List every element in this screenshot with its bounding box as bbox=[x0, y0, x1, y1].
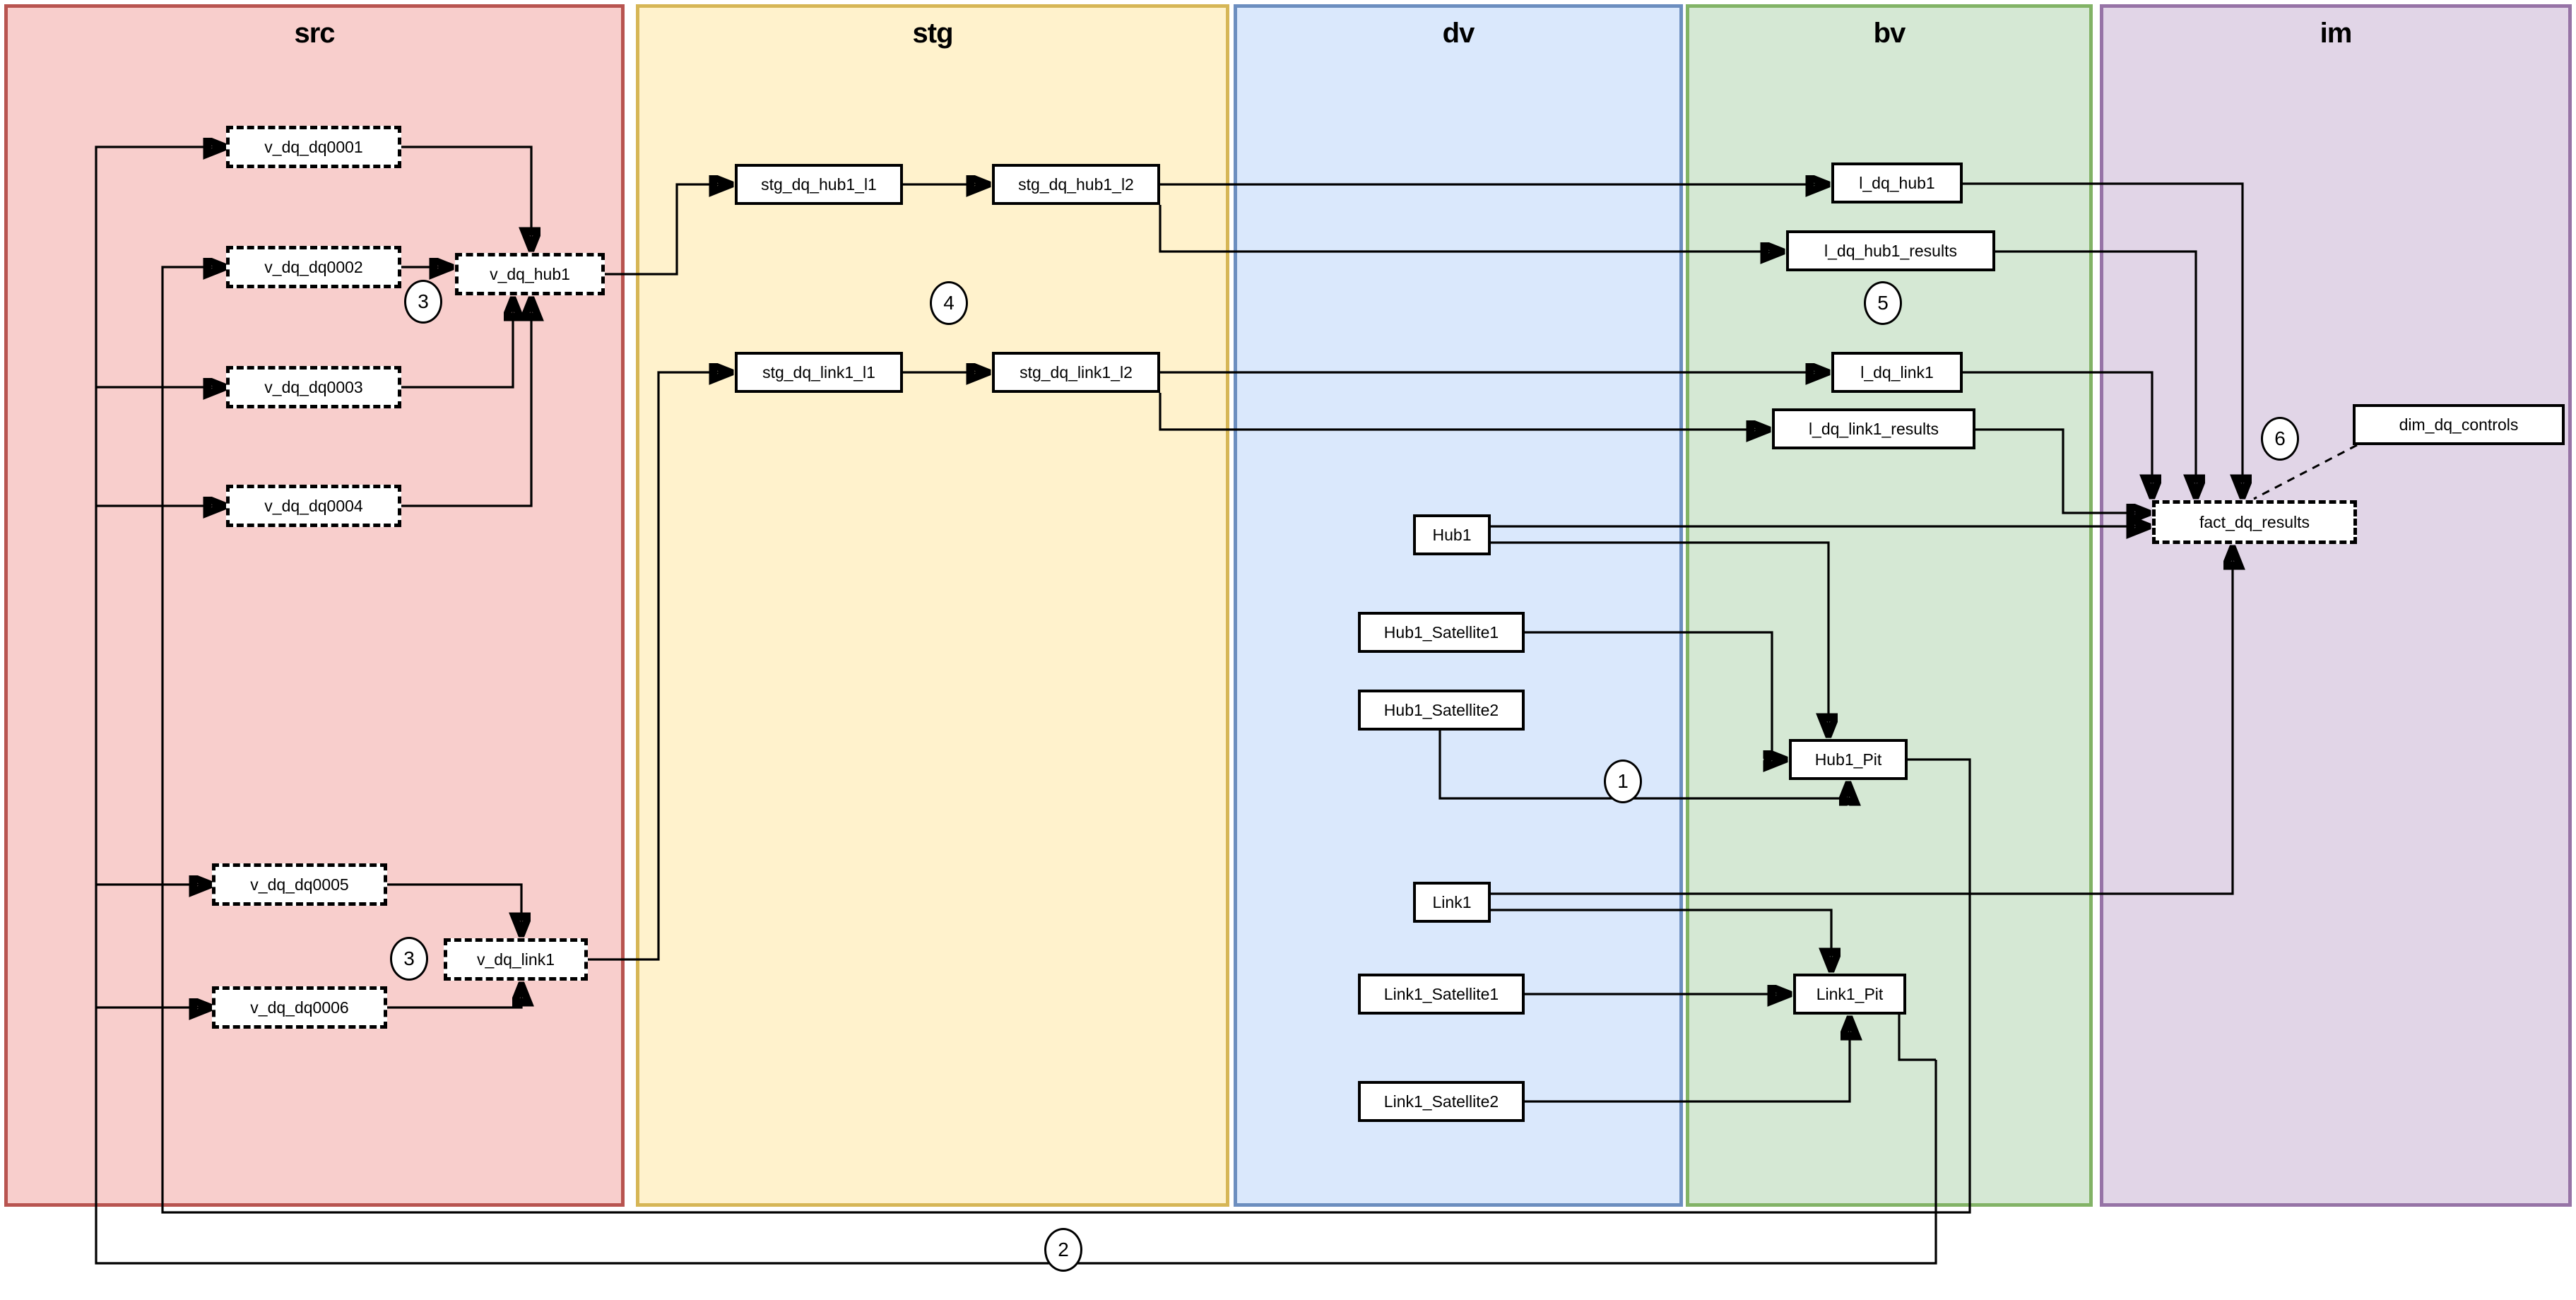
node-Link1_Satellite1[interactable]: Link1_Satellite1 bbox=[1358, 974, 1525, 1015]
node-label: fact_dq_results bbox=[2199, 512, 2310, 531]
node-label: v_dq_dq0004 bbox=[264, 496, 363, 515]
step-marker-label: 3 bbox=[403, 947, 415, 969]
node-label: Link1_Pit bbox=[1816, 984, 1884, 1003]
node-fact_dq_results[interactable]: fact_dq_results bbox=[2152, 500, 2357, 544]
step-marker-label: 6 bbox=[2274, 427, 2286, 449]
lane-title-src: src bbox=[294, 18, 335, 49]
node-v_dq_dq0006[interactable]: v_dq_dq0006 bbox=[212, 986, 387, 1029]
node-v_dq_dq0003[interactable]: v_dq_dq0003 bbox=[226, 366, 401, 408]
lane-title-im: im bbox=[2320, 18, 2353, 49]
step-marker-5: 5 bbox=[1864, 281, 1902, 325]
node-v_dq_dq0002[interactable]: v_dq_dq0002 bbox=[226, 246, 401, 288]
node-label: dim_dq_controls bbox=[2399, 415, 2519, 434]
node-Link1_Pit[interactable]: Link1_Pit bbox=[1793, 974, 1906, 1015]
node-stg_dq_hub1_l1[interactable]: stg_dq_hub1_l1 bbox=[735, 164, 903, 205]
node-label: Hub1 bbox=[1432, 525, 1472, 544]
node-v_dq_dq0004[interactable]: v_dq_dq0004 bbox=[226, 485, 401, 527]
node-label: Link1 bbox=[1432, 892, 1472, 911]
node-label: Hub1_Satellite1 bbox=[1383, 622, 1499, 642]
lane-dv: dv bbox=[1234, 4, 1683, 1207]
node-v_dq_link1[interactable]: v_dq_link1 bbox=[444, 938, 588, 981]
node-label: v_dq_dq0005 bbox=[250, 875, 349, 894]
node-label: Link1_Satellite2 bbox=[1383, 1092, 1499, 1111]
step-marker-label: 4 bbox=[943, 292, 955, 314]
step-marker-label: 5 bbox=[1877, 292, 1889, 314]
node-label: v_dq_dq0001 bbox=[264, 137, 363, 156]
node-label: l_dq_link1 bbox=[1860, 362, 1934, 382]
step-marker-6: 6 bbox=[2261, 417, 2299, 461]
node-label: v_dq_dq0006 bbox=[250, 998, 349, 1017]
step-marker-2: 2 bbox=[1044, 1228, 1082, 1272]
node-dim_dq_controls[interactable]: dim_dq_controls bbox=[2353, 404, 2565, 445]
node-label: Hub1_Pit bbox=[1814, 750, 1882, 769]
node-label: stg_dq_link1_l2 bbox=[1020, 362, 1133, 382]
step-marker-label: 3 bbox=[418, 290, 429, 312]
node-Hub1_Satellite1[interactable]: Hub1_Satellite1 bbox=[1358, 612, 1525, 653]
step-marker-1: 1 bbox=[1604, 760, 1642, 803]
node-label: Link1_Satellite1 bbox=[1383, 984, 1499, 1003]
node-Hub1_Satellite2[interactable]: Hub1_Satellite2 bbox=[1358, 690, 1525, 731]
node-Link1[interactable]: Link1 bbox=[1413, 882, 1491, 923]
node-l_dq_hub1[interactable]: l_dq_hub1 bbox=[1831, 162, 1963, 203]
lane-im: im bbox=[2100, 4, 2572, 1207]
node-label: stg_dq_link1_l1 bbox=[762, 362, 875, 382]
lane-title-stg: stg bbox=[912, 18, 954, 49]
node-v_dq_dq0005[interactable]: v_dq_dq0005 bbox=[212, 863, 387, 906]
lane-title-bv: bv bbox=[1873, 18, 1906, 49]
node-label: l_dq_link1_results bbox=[1808, 419, 1939, 438]
node-stg_dq_hub1_l2[interactable]: stg_dq_hub1_l2 bbox=[992, 164, 1160, 205]
node-l_dq_link1[interactable]: l_dq_link1 bbox=[1831, 352, 1963, 393]
step-marker-3: 3 bbox=[390, 937, 428, 981]
node-Hub1[interactable]: Hub1 bbox=[1413, 514, 1491, 555]
node-stg_dq_link1_l2[interactable]: stg_dq_link1_l2 bbox=[992, 352, 1160, 393]
step-marker-4: 4 bbox=[930, 281, 968, 325]
node-label: l_dq_hub1 bbox=[1859, 173, 1935, 192]
node-label: v_dq_hub1 bbox=[490, 264, 570, 283]
node-label: v_dq_link1 bbox=[477, 950, 555, 969]
node-Hub1_Pit[interactable]: Hub1_Pit bbox=[1789, 739, 1908, 780]
node-stg_dq_link1_l1[interactable]: stg_dq_link1_l1 bbox=[735, 352, 903, 393]
step-marker-label: 1 bbox=[1617, 770, 1629, 792]
node-label: Hub1_Satellite2 bbox=[1383, 700, 1499, 719]
node-l_dq_hub1_results[interactable]: l_dq_hub1_results bbox=[1786, 230, 1995, 271]
node-v_dq_dq0001[interactable]: v_dq_dq0001 bbox=[226, 126, 401, 168]
step-marker-3: 3 bbox=[404, 280, 442, 324]
node-label: stg_dq_hub1_l2 bbox=[1018, 175, 1134, 194]
node-label: stg_dq_hub1_l1 bbox=[761, 175, 877, 194]
node-label: v_dq_dq0003 bbox=[264, 377, 363, 396]
lane-title-dv: dv bbox=[1442, 18, 1475, 49]
node-label: l_dq_hub1_results bbox=[1824, 241, 1957, 260]
node-Link1_Satellite2[interactable]: Link1_Satellite2 bbox=[1358, 1081, 1525, 1122]
node-l_dq_link1_results[interactable]: l_dq_link1_results bbox=[1772, 408, 1975, 449]
node-v_dq_hub1[interactable]: v_dq_hub1 bbox=[455, 253, 605, 295]
step-marker-label: 2 bbox=[1058, 1239, 1069, 1260]
node-label: v_dq_dq0002 bbox=[264, 257, 363, 276]
